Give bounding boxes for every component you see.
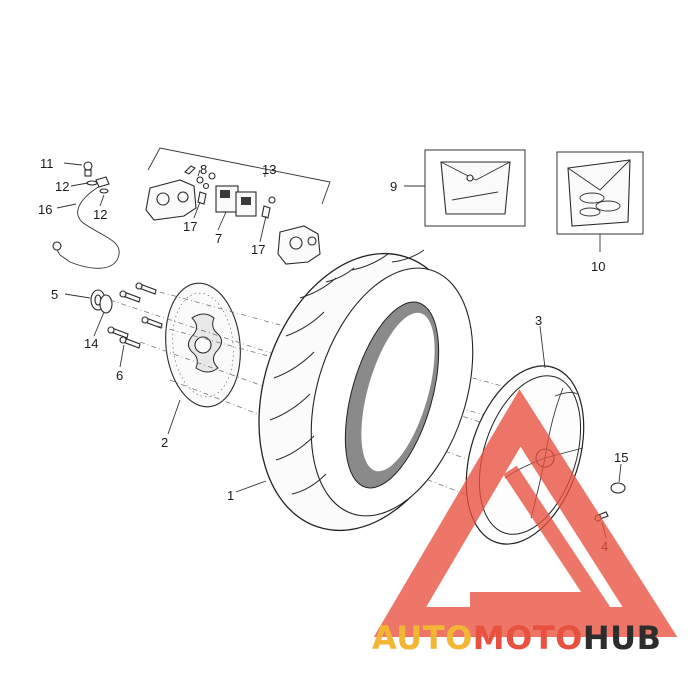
- brake-caliper-right: [277, 225, 321, 265]
- brake-disc: [165, 282, 241, 408]
- leader-lines: [56, 162, 622, 539]
- callout-5: 5: [51, 287, 58, 302]
- kit-box-10: [556, 151, 644, 235]
- logo-text-moto: MOTO: [473, 619, 583, 657]
- spacer: [610, 482, 626, 494]
- callout-12: 12: [55, 179, 69, 194]
- watermark-logo: [373, 389, 678, 637]
- logo-text-hub: HUB: [583, 619, 662, 657]
- callout-9: 9: [390, 179, 397, 194]
- brake-pads: [215, 185, 257, 217]
- callout-7: 7: [215, 231, 222, 246]
- callout-labels: 11 12 16 12 8 13 17 7 17 9 10 5 14 6 2 3…: [38, 156, 628, 554]
- tire: [258, 249, 474, 532]
- disc-bolts: [107, 282, 163, 349]
- callout-1: 1: [227, 488, 234, 503]
- callout-17: 17: [251, 242, 265, 257]
- logo-triangle: [373, 389, 678, 637]
- callout-12: 12: [93, 207, 107, 222]
- brake-hose: [52, 176, 120, 269]
- callout-14: 14: [84, 336, 98, 351]
- callout-6: 6: [116, 368, 123, 383]
- pad-pins-and-springs: [196, 172, 276, 219]
- caliper-assembly-bracket: [147, 147, 331, 205]
- wheel-bearing: [90, 289, 113, 314]
- callout-2: 2: [161, 435, 168, 450]
- brake-caliper-left: [145, 165, 197, 221]
- kit-box-9: [424, 149, 526, 227]
- callout-3: 3: [535, 313, 542, 328]
- callout-8: 8: [200, 162, 207, 177]
- banjo-bolt: [83, 161, 109, 194]
- callout-10: 10: [591, 259, 605, 274]
- callout-13: 13: [262, 162, 276, 177]
- callout-11: 11: [40, 156, 54, 171]
- callout-15: 15: [614, 450, 628, 465]
- logo-text: AUTOMOTOHUB: [372, 619, 662, 657]
- callout-16: 16: [38, 202, 52, 217]
- logo-text-auto: AUTO: [372, 619, 473, 657]
- callout-17: 17: [183, 219, 197, 234]
